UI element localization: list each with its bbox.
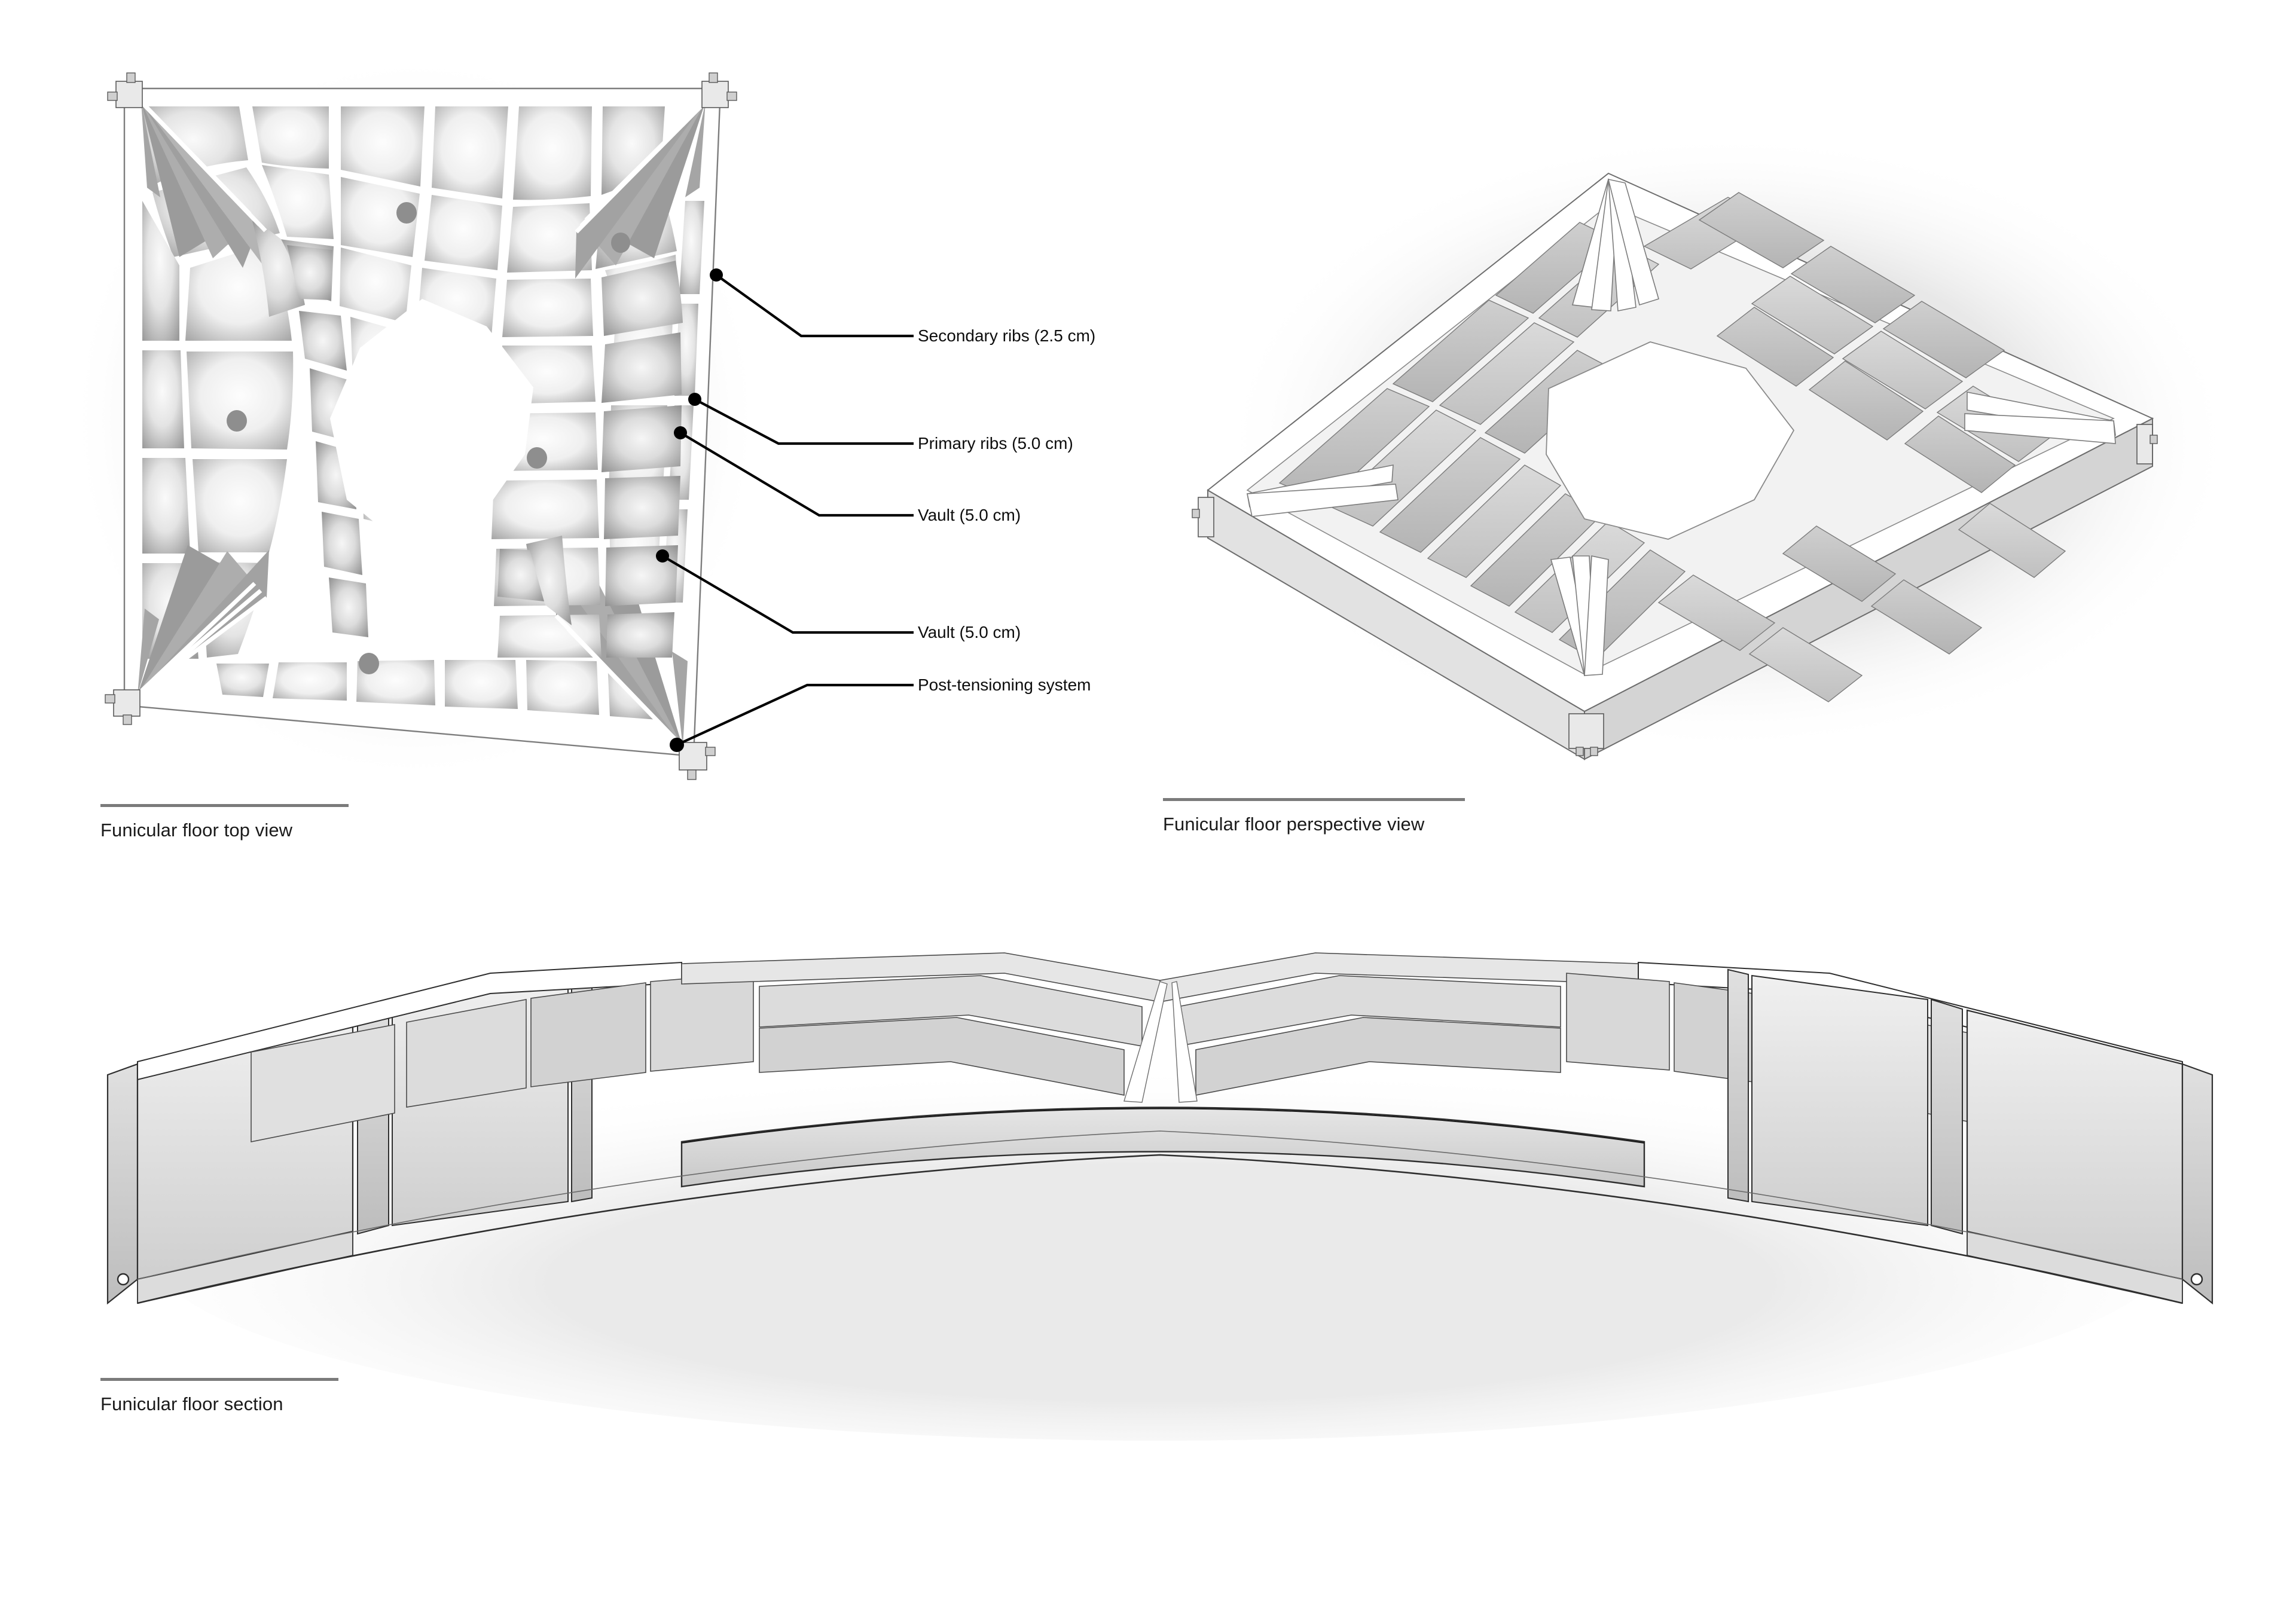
figure-funicular-floor-perspective-view [1190, 108, 2266, 765]
rib-cells [136, 100, 707, 749]
post-tensioning-anchor [2136, 424, 2158, 464]
corner-fan-top-left [141, 102, 270, 275]
post-tensioning-anchor [701, 72, 737, 108]
perspective-view-drawing [1192, 132, 2236, 760]
primary-rib-lines [136, 100, 707, 749]
anchor-hole [2190, 1273, 2203, 1286]
cell-band-bottom [216, 660, 658, 720]
caption-text: Funicular floor section [100, 1393, 283, 1414]
caption-perspective-view: Funicular floor perspective view [1163, 798, 1465, 835]
post-tensioning-anchor [105, 689, 141, 725]
caption-rule [1163, 798, 1465, 801]
cell-fan-arcs [251, 216, 572, 625]
cell-band-left [142, 201, 294, 659]
annotation-label-vault-upper: Vault (5.0 cm) [918, 506, 1021, 524]
corner-fan-top-right [575, 102, 706, 279]
leader-primary-ribs [688, 393, 914, 445]
figure-funicular-floor-top-view: Secondary ribs (2.5 cm) Primary ribs (5.… [69, 54, 1095, 795]
service-hole [396, 202, 417, 224]
vault-band [680, 1107, 1645, 1188]
slab-perspective [1192, 172, 2158, 760]
service-hole [359, 653, 379, 674]
ambient-shadow [144, 1046, 2176, 1441]
section-right-end [1966, 1009, 2213, 1305]
caption-rule [100, 804, 349, 807]
post-tensioning-anchor [1568, 713, 1604, 756]
annotation-label-vault-lower: Vault (5.0 cm) [918, 623, 1021, 641]
top-view-drawing [69, 54, 914, 783]
caption-section-view: Funicular floor section [100, 1378, 338, 1414]
annotation-label-primary-ribs: Primary ribs (5.0 cm) [918, 434, 1073, 453]
leader-post-tensioning [670, 683, 914, 752]
leader-secondary-ribs [710, 268, 914, 338]
section-vault [680, 1107, 1645, 1188]
service-hole [527, 447, 547, 469]
vault-soffit-curve-inner [137, 1130, 2183, 1280]
post-tensioning-anchor [107, 72, 143, 108]
section-rib-bay-right [1727, 968, 1963, 1235]
slab-top [105, 72, 737, 780]
vault-soffit-curve [137, 1154, 2183, 1304]
service-hole [227, 410, 247, 432]
section-deck-left [137, 961, 754, 1142]
caption-top-view: Funicular floor top view [100, 804, 349, 840]
central-star-void [330, 299, 533, 544]
caption-text: Funicular floor top view [100, 820, 293, 840]
caption-rule [100, 1378, 338, 1381]
corner-fans-perspective [1247, 178, 2116, 677]
corner-fan-bottom-left [138, 545, 269, 695]
annotation-leaders [656, 268, 914, 752]
section-view-drawing [106, 952, 2213, 1441]
post-tensioning-anchor [1192, 497, 1214, 537]
central-star-void [1546, 341, 1795, 540]
section-ribs-centre [681, 952, 1639, 1103]
leader-vault-lower [656, 549, 914, 634]
figure-funicular-floor-section [72, 945, 2248, 1441]
anchor-hole [117, 1273, 130, 1286]
annotation-label-secondary-ribs: Secondary ribs (2.5 cm) [918, 326, 1096, 345]
service-hole [611, 233, 630, 253]
post-tensioning-anchor [679, 742, 716, 780]
caption-text: Funicular floor perspective view [1163, 814, 1425, 835]
leader-vault-upper [674, 426, 914, 517]
annotation-label-post-tensioning: Post-tensioning system [918, 676, 1091, 694]
